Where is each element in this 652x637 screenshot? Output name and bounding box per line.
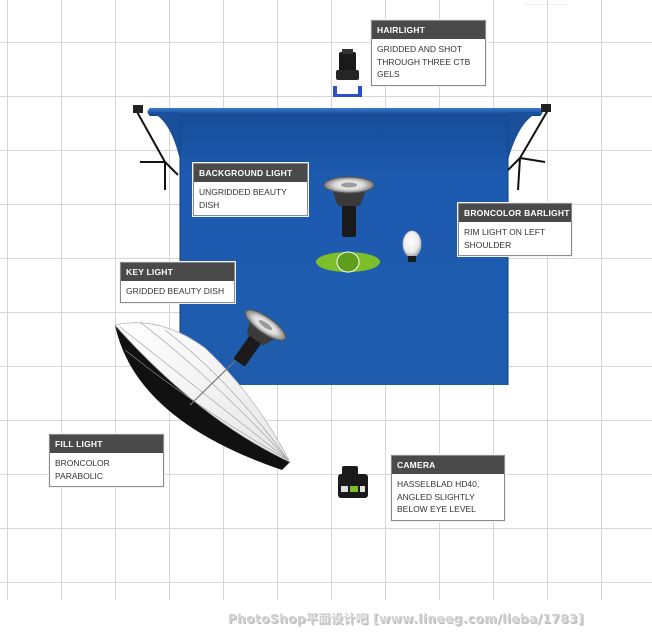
background-light-label: BACKGROUND LIGHT UNGRIDDED BEAUTY DISH [193, 163, 308, 216]
broncolor-barlight-label-body: RIM LIGHT ON LEFT SHOULDER [464, 227, 545, 250]
fill-light-label-body: BRONCOLOR PARABOLIC [55, 458, 110, 481]
camera-label-body: HASSELBLAD HD40, ANGLED SLIGHTLY BELOW E… [397, 479, 480, 514]
camera-label-title: CAMERA [392, 456, 504, 474]
key-light-dish-icon [234, 309, 287, 366]
background-light-label-title: BACKGROUND LIGHT [194, 164, 307, 182]
hairlight-strobe-icon [333, 49, 362, 97]
site-watermark: PhotoShop平面设计吧 [www.lineeg.com/lieba/178… [228, 612, 585, 626]
key-light-label: KEY LIGHT GRIDDED BEAUTY DISH [120, 262, 235, 303]
broncolor-barlight-label-title: BRONCOLOR BARLIGHT [459, 204, 571, 222]
fill-light-label: FILL LIGHT BRONCOLOR PARABOLIC [49, 434, 164, 487]
key-light-label-title: KEY LIGHT [121, 263, 234, 281]
background-light-label-body: UNGRIDDED BEAUTY DISH [199, 187, 287, 210]
barlight-bulb-icon [402, 230, 422, 262]
top-watermark: ...................... [525, 0, 567, 7]
hairlight-label-title: HAIRLIGHT [372, 21, 485, 39]
fill-light-label-title: FILL LIGHT [50, 435, 163, 453]
hairlight-label-body: GRIDDED AND SHOT THROUGH THREE CTB GELS [377, 44, 471, 79]
key-light-label-body: GRIDDED BEAUTY DISH [126, 286, 225, 296]
background-light-dish-icon [323, 176, 375, 237]
hairlight-label: HAIRLIGHT GRIDDED AND SHOT THROUGH THREE… [371, 20, 486, 86]
camera-icon [338, 466, 368, 498]
camera-label: CAMERA HASSELBLAD HD40, ANGLED SLIGHTLY … [391, 455, 505, 521]
fill-umbrella-icon [114, 321, 291, 470]
backdrop-stand-left-icon [133, 105, 179, 190]
broncolor-barlight-label: BRONCOLOR BARLIGHT RIM LIGHT ON LEFT SHO… [458, 203, 572, 256]
backdrop-stand-right-icon [507, 104, 551, 191]
subject-marker-icon [316, 251, 380, 273]
